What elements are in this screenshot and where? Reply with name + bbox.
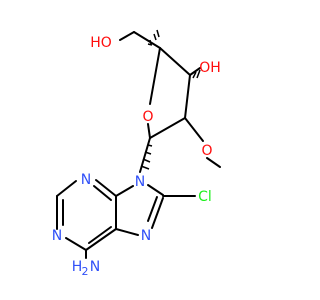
bond-c6-c5	[85, 228, 117, 251]
atom-o-ring: O	[142, 109, 153, 125]
structure-svg: HO OH O O N N N N Cl H 2 N	[52, 29, 221, 278]
bond-n7-c5	[115, 228, 139, 236]
bond-n1-c6	[65, 237, 87, 251]
bond-oring-c4	[149, 47, 161, 105]
bond-c2-c1	[149, 117, 186, 139]
atom-nh2-h: H	[72, 259, 83, 275]
atom-n1: N	[52, 228, 62, 244]
bond-c3-oh	[189, 67, 201, 76]
atom-n7: N	[141, 228, 151, 244]
atom-nh2-sub: 2	[82, 265, 89, 278]
bond-c3-c2	[184, 74, 191, 119]
bond-ch2-c4	[133, 31, 161, 49]
bond-c4-n9	[115, 185, 134, 197]
atom-o-methoxy: O	[201, 143, 212, 159]
bond-c8-n7	[151, 197, 164, 229]
bond-c4-c3	[159, 47, 191, 76]
bond-n3-c2	[56, 180, 77, 197]
bond-c8-n7-2	[147, 196, 158, 222]
atom-ho-left: HO	[90, 35, 112, 51]
atom-labels: HO OH O O N N N N Cl H 2 N	[52, 35, 221, 278]
atom-nh2-n: N	[90, 259, 100, 275]
bond-c4-n3	[95, 179, 117, 197]
bonds	[56, 31, 221, 259]
bond-n9-c8	[147, 184, 164, 196]
atom-cl: Cl	[198, 189, 212, 205]
stereo-wedges	[140, 29, 201, 170]
bond-c6-c5-2	[88, 226, 112, 244]
wedge-c1	[140, 144, 153, 170]
bond-c4-n3-2	[93, 185, 112, 201]
atom-oh-right: OH	[199, 60, 221, 76]
atom-nh2: H 2 N	[72, 259, 101, 278]
bond-omethoxy-ch3	[206, 157, 221, 168]
bond-c1-oring	[147, 123, 151, 139]
wedge-c3	[192, 69, 201, 79]
bond-ho-ch2	[119, 31, 135, 41]
wedge-c4	[147, 29, 160, 46]
molecule-drawing: HO OH O O N N N N Cl H 2 N	[52, 29, 221, 278]
atom-n9: N	[135, 174, 145, 190]
bond-c2-omethoxy	[184, 117, 204, 142]
atom-n3: N	[81, 172, 91, 188]
